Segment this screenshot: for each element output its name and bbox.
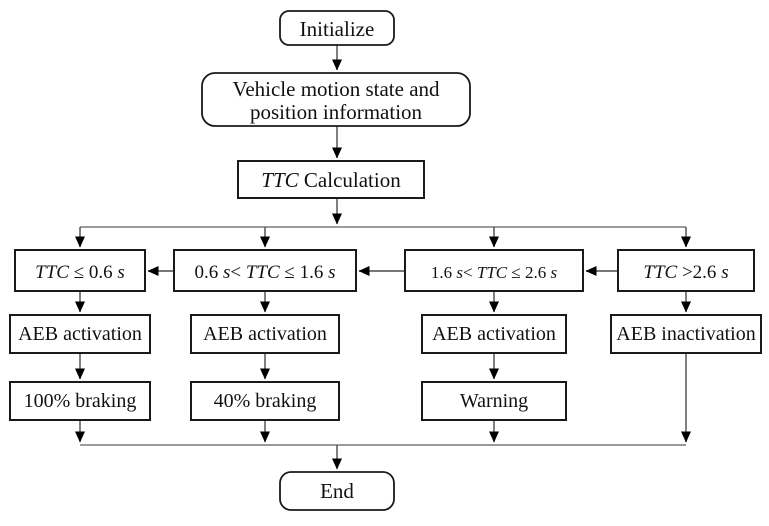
node-vehicle-info-label-line1: Vehicle motion state and: [232, 77, 440, 101]
node-aeb-inactivation: [610, 314, 762, 354]
node-braking-100-label: 100% braking: [24, 390, 137, 412]
node-braking-40-label: 40% braking: [214, 390, 317, 412]
node-vehicle-info: [201, 72, 471, 127]
node-braking-40: [190, 381, 340, 421]
node-cond-ttc-le-06: [14, 249, 146, 292]
node-cond-ttc-le-06-label: TTC ≤ 0.6 s: [35, 262, 125, 283]
node-warning-label: Warning: [460, 390, 528, 412]
node-ttc-calculation: [237, 160, 425, 199]
node-aeb-inactivation-label: AEB inactivation: [616, 323, 755, 345]
node-aeb-activation-warning-label: AEB activation: [432, 323, 556, 345]
node-end: [279, 471, 395, 511]
node-cond-16-to-26-label: 1.6 s< TTC ≤ 2.6 s: [431, 263, 558, 282]
node-end-label: End: [320, 479, 354, 503]
node-vehicle-info-label-line2: position information: [250, 100, 423, 124]
node-cond-06-to-16: [173, 249, 357, 292]
node-initialize-label: Initialize: [300, 17, 375, 41]
node-cond-16-to-26: [404, 249, 584, 292]
node-aeb-activation-partial: [190, 314, 340, 354]
node-aeb-activation-warning: [421, 314, 567, 354]
node-braking-100: [9, 381, 151, 421]
node-cond-ttc-gt-26-label: TTC >2.6 s: [643, 262, 728, 283]
node-ttc-calculation-label: TTC Calculation: [261, 168, 401, 192]
node-cond-06-to-16-label: 0.6 s< TTC ≤ 1.6 s: [194, 262, 335, 283]
node-warning: [421, 381, 567, 421]
node-aeb-activation-full: [9, 314, 151, 354]
node-cond-ttc-gt-26: [617, 249, 755, 292]
node-aeb-activation-full-label: AEB activation: [18, 323, 142, 345]
node-initialize: [279, 10, 395, 46]
node-aeb-activation-partial-label: AEB activation: [203, 323, 327, 345]
